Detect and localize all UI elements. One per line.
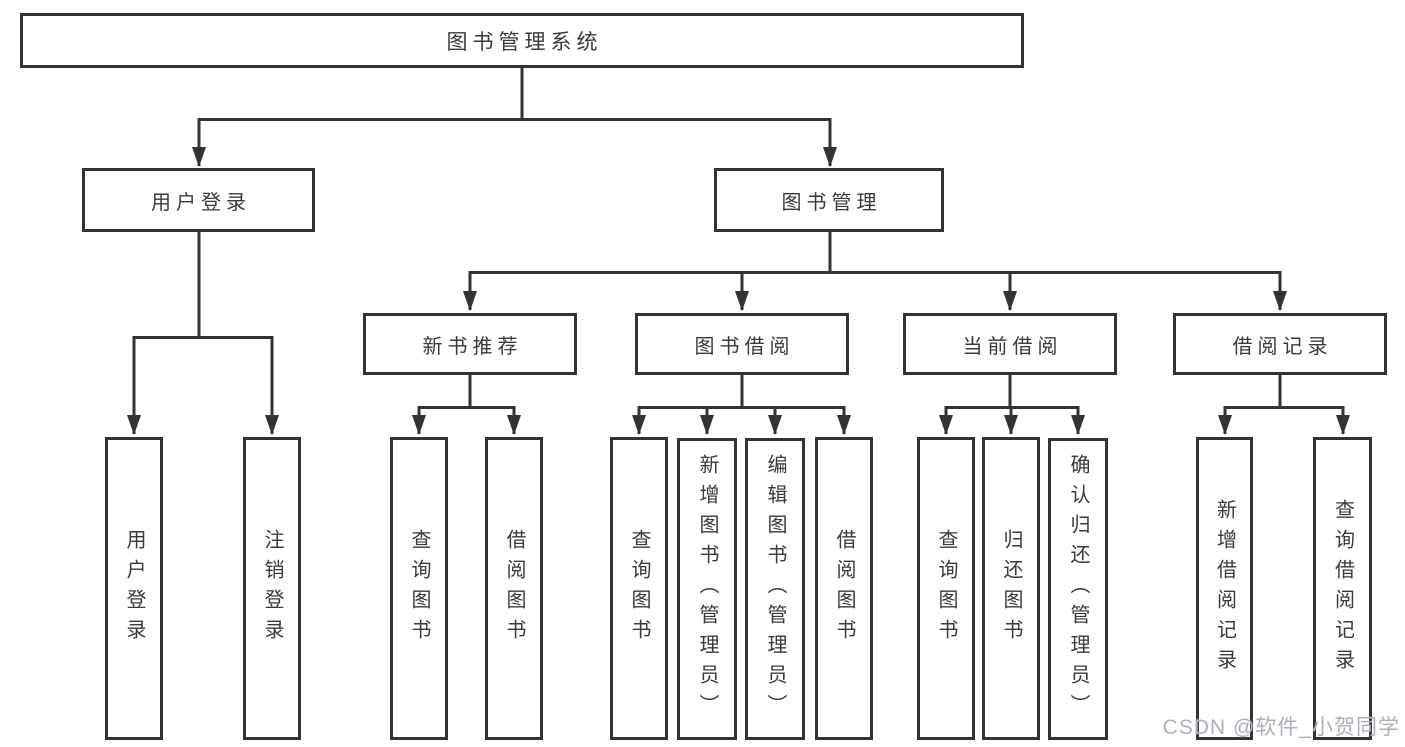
node-label: 编辑图书（管理员） [764,454,786,724]
node-new-book-recommend: 新书推荐 [363,313,577,375]
node-book-borrow: 图书借阅 [635,313,849,375]
node-label: 当前借阅 [962,335,1063,358]
node-label: 图书管理 [781,191,882,214]
node-label: 注销登录 [261,528,283,649]
node-book-mgmt-system: 图书管理系统 [20,13,1024,68]
node-label: 查询图书 [935,528,957,649]
leaf-edit-book-admin: 编辑图书（管理员） [745,438,805,740]
leaf-add-borrow-record: 新增借阅记录 [1196,437,1253,740]
node-label: 借阅图书 [833,528,855,649]
node-label: 查询图书 [408,528,430,649]
node-label: 借阅记录 [1232,335,1333,358]
node-label: 查询借阅记录 [1331,498,1354,679]
node-label: 用户登录 [151,191,251,214]
leaf-query-books-borrow: 查询图书 [610,437,668,740]
leaf-add-book-admin: 新增图书（管理员） [677,438,737,740]
leaf-confirm-return-admin: 确认归还（管理员） [1048,438,1108,740]
node-current-borrow: 当前借阅 [903,313,1117,375]
node-label: 新增借阅记录 [1213,498,1236,679]
leaf-borrow-books: 借阅图书 [815,437,873,740]
leaf-query-books-current: 查询图书 [917,437,975,740]
node-label: 用户登录 [123,528,145,649]
leaf-user-login: 用户登录 [105,437,163,740]
node-label: 确认归还（管理员） [1067,454,1089,724]
leaf-logout: 注销登录 [243,437,301,740]
node-label: 查询图书 [628,528,650,649]
leaf-query-borrow-record: 查询借阅记录 [1313,437,1372,740]
node-label: 图书管理系统 [446,30,603,54]
node-label: 新增图书（管理员） [696,454,718,724]
leaf-borrow-books-recommend: 借阅图书 [485,437,543,740]
node-label: 借阅图书 [503,528,525,649]
node-user-login-branch: 用户登录 [82,168,315,232]
leaf-query-books-recommend: 查询图书 [390,437,448,740]
node-label: 新书推荐 [422,335,523,358]
csdn-watermark: CSDN @软件_小贺同学 [1162,716,1400,739]
leaf-return-book: 归还图书 [982,437,1040,740]
node-book-mgmt-branch: 图书管理 [714,168,944,232]
node-label: 图书借阅 [694,335,795,358]
node-borrow-records: 借阅记录 [1173,313,1387,375]
node-label: 归还图书 [1000,528,1022,649]
